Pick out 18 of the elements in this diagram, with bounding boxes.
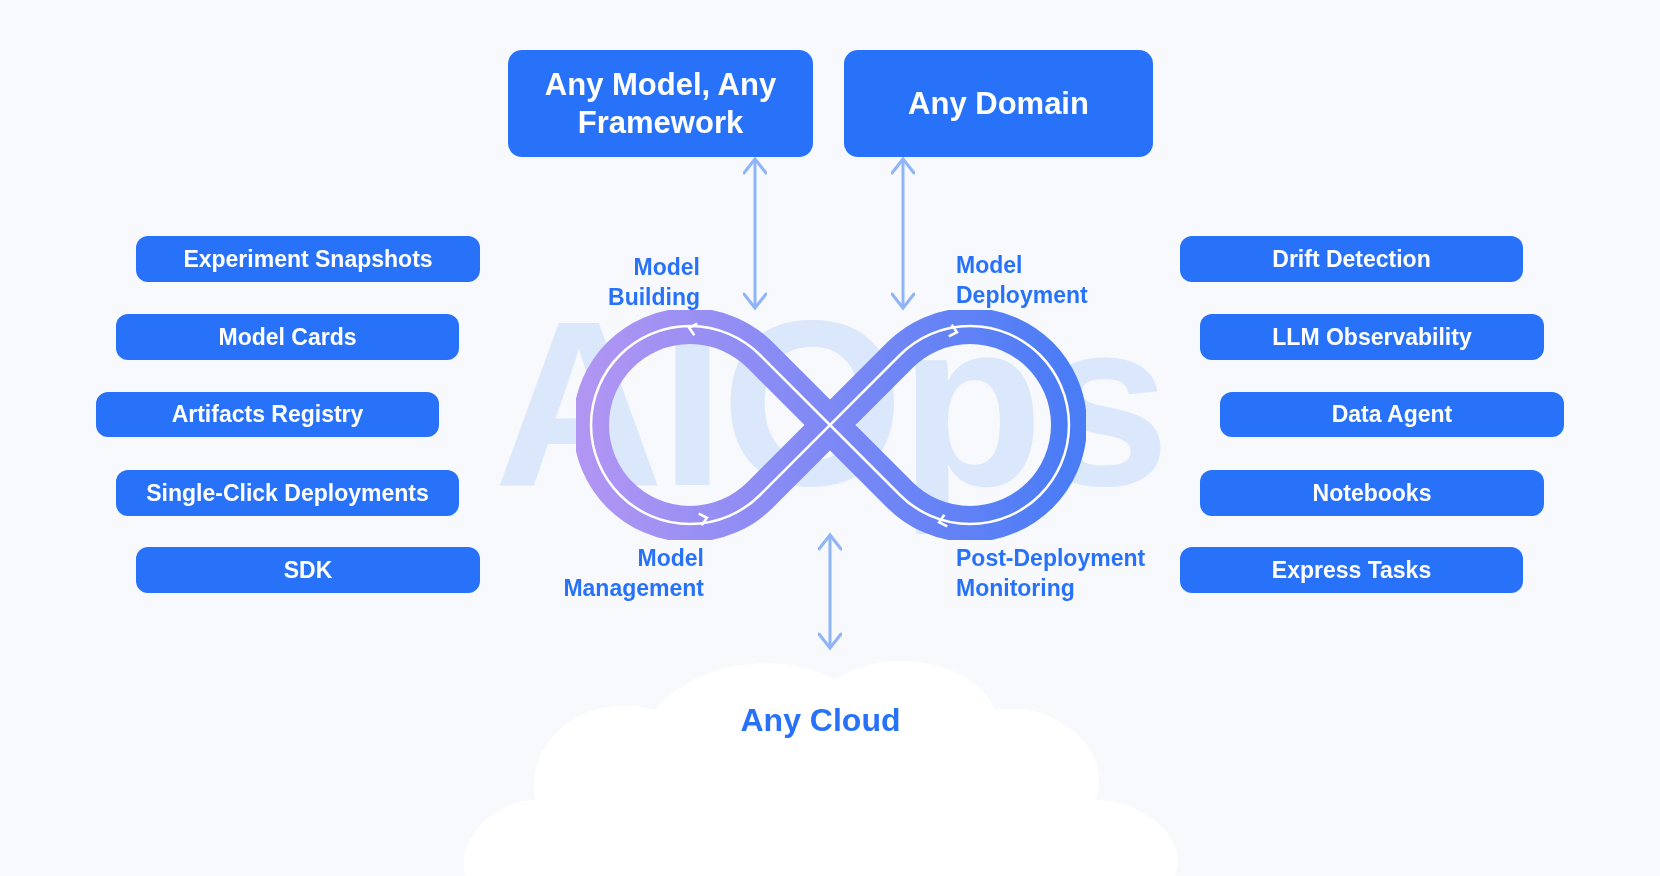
phase-label: Model Management [563,545,704,603]
double-arrow [890,157,916,310]
feature-pill: LLM Observability [1200,314,1544,360]
feature-pill: Experiment Snapshots [136,236,480,282]
cloud-title: Any Cloud [739,702,902,739]
feature-pill: Model Cards [116,314,459,360]
capability-box: Any Model, Any Framework [508,50,813,157]
phase-label: Post-Deployment Monitoring [956,545,1146,603]
feature-pill: Notebooks [1200,470,1544,516]
feature-pill: Artifacts Registry [96,392,439,437]
double-arrow [817,533,843,650]
feature-pill: Express Tasks [1180,547,1523,593]
double-arrow [742,157,768,310]
capability-box: Any Domain [844,50,1153,157]
feature-pill: Single-Click Deployments [116,470,459,516]
feature-pill: SDK [136,547,480,593]
feature-pill: Data Agent [1220,392,1564,437]
feature-pill: Drift Detection [1180,236,1523,282]
